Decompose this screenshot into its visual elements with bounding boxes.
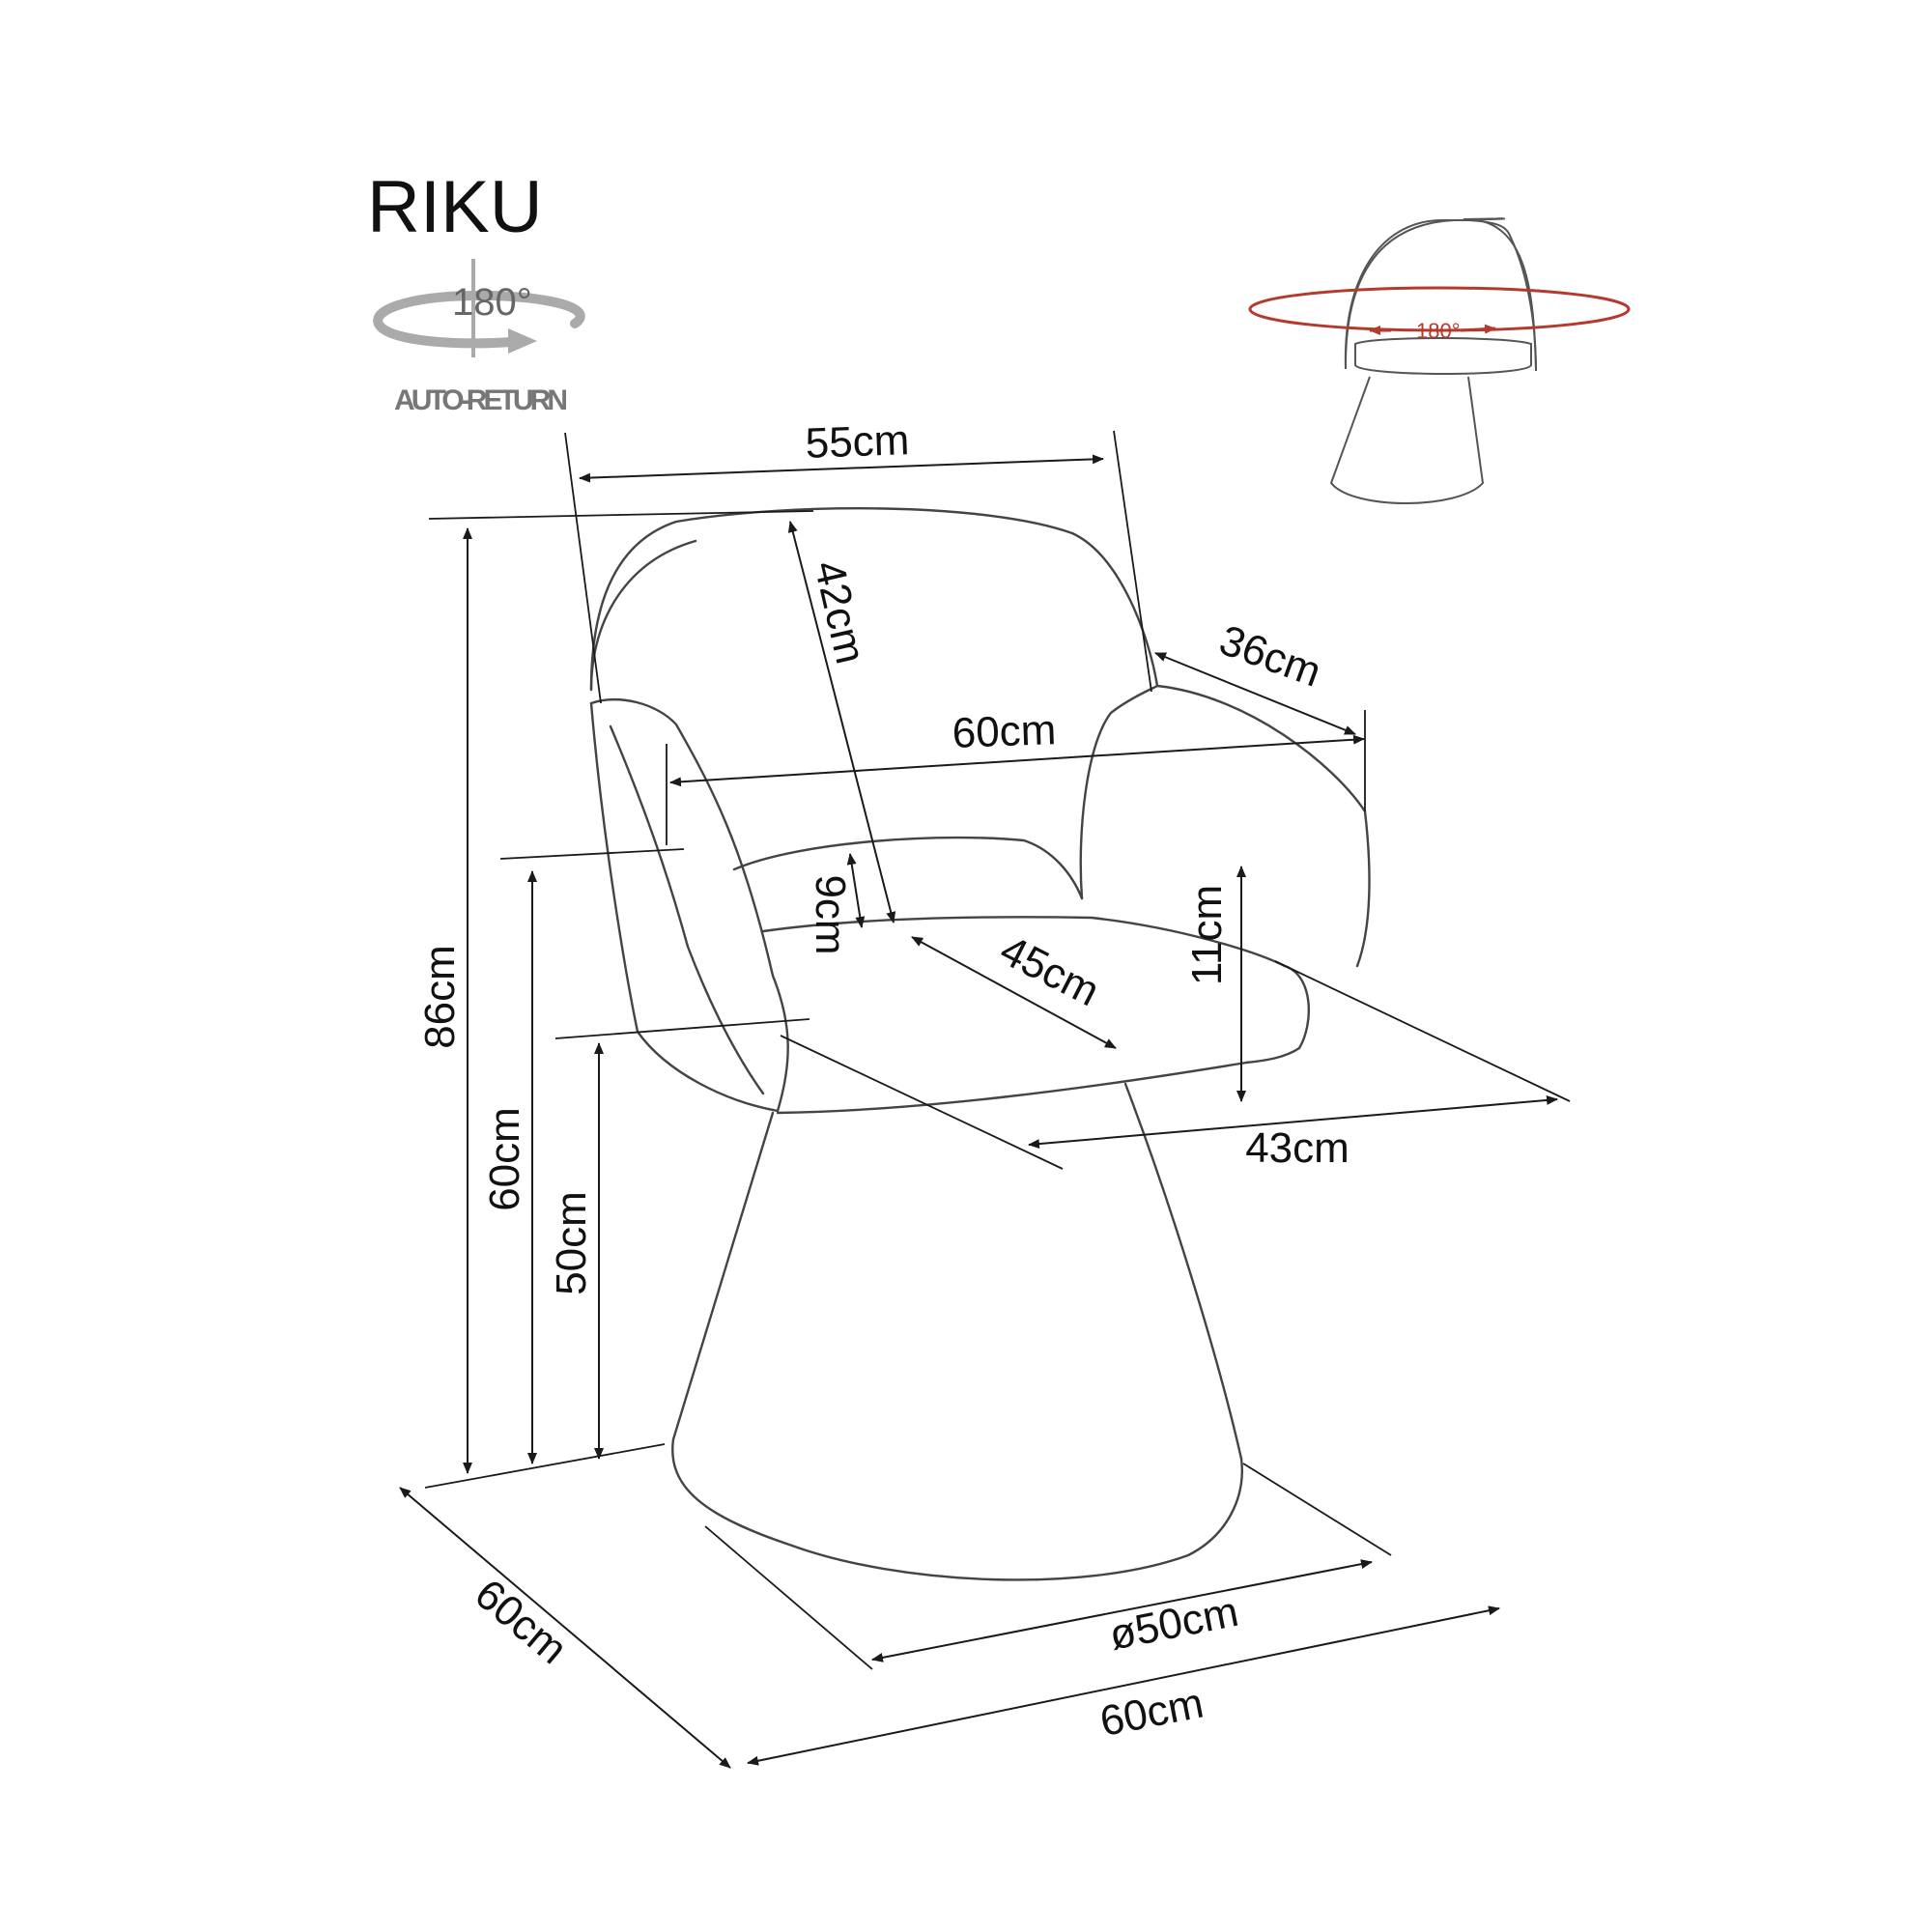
dim-arm-depth: [1154, 652, 1356, 735]
thumbnail-rotation-ring: [1248, 286, 1631, 332]
seat-back-edge: [732, 836, 1084, 900]
cone-base-bottom: [671, 1437, 1243, 1581]
ext-back-left: [564, 432, 602, 704]
dim-seat-width: [1028, 1094, 1558, 1150]
ext-floor-left: [424, 1443, 666, 1489]
backrest-inner-edge: [589, 539, 697, 692]
swivel-angle-label: 180°: [452, 281, 532, 324]
left-armrest-inner-line: [609, 724, 765, 1095]
label-cushion-thickness: 9cm: [807, 874, 854, 954]
label-seat-height: 50cm: [548, 1191, 595, 1295]
label-base-diameter: ø50cm: [1106, 1588, 1242, 1660]
thumbnail-back-top: [1344, 219, 1537, 372]
seat-front-edge: [776, 1061, 1248, 1115]
label-backrest-height: 42cm: [805, 556, 874, 668]
rotation-arrowhead-icon: [508, 328, 537, 354]
backrest-outline: [589, 507, 1159, 692]
cone-base-left: [671, 1111, 775, 1441]
dimension-labels: 55cm 42cm 36cm 60cm 9cm 45cm 11cm 43cm 8…: [416, 416, 1350, 1746]
swivel-badge: 180° AUTO-RETURN: [373, 259, 585, 416]
ext-back-right: [1113, 430, 1152, 693]
ext-seat-width-right: [1274, 960, 1571, 1102]
seat-right-edge: [1244, 964, 1310, 1065]
ext-seat-width-left: [780, 1035, 1064, 1170]
label-back-width: 55cm: [805, 416, 910, 468]
right-armrest-inner: [1079, 684, 1159, 900]
label-seat-width: 43cm: [1245, 1124, 1350, 1172]
thumbnail-rotation-arrow-right: [1460, 324, 1496, 334]
dim-overall-width: [669, 734, 1365, 787]
thumbnail-backrest: [1344, 217, 1537, 372]
extension-lines: [424, 430, 1571, 1670]
product-name: RIKU: [367, 166, 543, 248]
dim-seat-depth: [911, 936, 1117, 1049]
ext-armrest-height: [499, 848, 685, 860]
thumbnail-angle-label: 180°: [1416, 319, 1461, 343]
left-armrest-front: [589, 697, 789, 1113]
label-footprint-width: 60cm: [1096, 1679, 1208, 1746]
label-armrest-height-above-seat: 11cm: [1183, 885, 1231, 985]
dim-cushion-thickness: [846, 853, 866, 928]
ext-top: [428, 510, 814, 520]
label-seat-depth: 45cm: [993, 926, 1107, 1016]
ext-base-left: [704, 1525, 873, 1670]
thumbnail-seat: [1354, 337, 1532, 375]
dim-backrest-height: [787, 521, 896, 923]
dim-footprint-depth: [399, 1487, 731, 1769]
ext-seat-height: [554, 1018, 810, 1039]
dim-back-width: [579, 454, 1104, 483]
dim-footprint-width: [747, 1605, 1500, 1766]
label-total-height: 86cm: [416, 945, 464, 1049]
label-armrest-height: 60cm: [481, 1107, 528, 1211]
cone-base-right: [1123, 1082, 1243, 1461]
auto-return-caption: AUTO-RETURN: [394, 384, 568, 416]
rotation-arrow-icon: [373, 290, 585, 349]
ext-base-right: [1242, 1463, 1392, 1556]
label-overall-width: 60cm: [952, 706, 1057, 757]
thumbnail-base: [1329, 376, 1485, 504]
dimension-arrows: [399, 454, 1558, 1769]
thumbnail-chair: 180°: [1248, 217, 1631, 504]
left-armrest-outer: [589, 701, 780, 1113]
